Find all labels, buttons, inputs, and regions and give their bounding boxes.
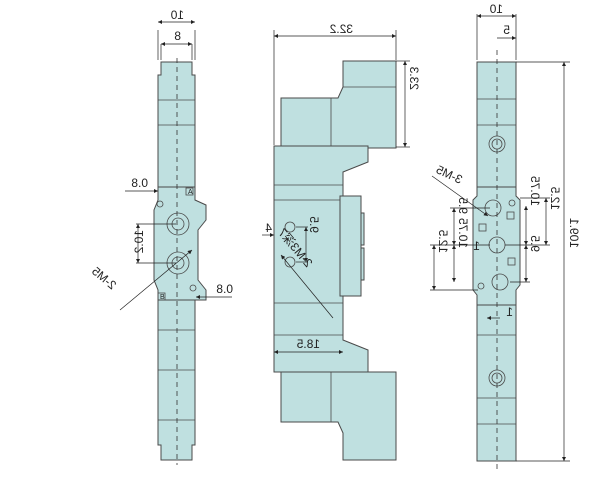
dim-offset-top: 1 — [473, 239, 480, 253]
dim-half-width: 5 — [503, 23, 510, 37]
dim-overall: 109.1 — [567, 218, 581, 248]
middle-view: 32.2 23.3 4 9.5 2-M3深7 18.5 — [262, 22, 421, 461]
dim-offset: 4 — [265, 221, 272, 235]
dim-c: 12.5 — [548, 186, 562, 210]
dim-base: 18.5 — [296, 337, 320, 351]
right-view: 10 5 3-M5 12.5 10.75 9.5 9.5 10.75 12.5 … — [430, 2, 581, 470]
dim-width-total-right: 10 — [489, 2, 503, 16]
mark-a: A — [188, 189, 193, 196]
connector-block — [339, 195, 362, 297]
dim-height: 23.3 — [407, 66, 421, 90]
dim-thread-right: 3-M5 — [434, 162, 465, 186]
dim-hole-pitch: 9.5 — [307, 216, 321, 233]
left-view: A B 10 8 0.8 0.8 10.2 2-M5 — [89, 8, 233, 465]
dim-offset-bottom: 1 — [506, 305, 513, 319]
dim-width-total: 10 — [170, 8, 184, 22]
dim-gap-top: 0.8 — [131, 176, 148, 190]
dim-length: 32.2 — [329, 22, 353, 36]
dim-thread: 2-M5 — [89, 264, 119, 293]
dim-e: 9.5 — [456, 197, 470, 214]
dim-gap-bottom: 0.8 — [216, 282, 233, 296]
dim-a: 9.5 — [528, 235, 542, 252]
dim-d: 10.75 — [456, 218, 470, 248]
dim-f: 12.5 — [436, 229, 450, 253]
mark-b: B — [160, 294, 165, 301]
dim-pitch: 10.2 — [132, 230, 146, 254]
dim-width-inner: 8 — [174, 29, 181, 43]
dim-b: 10.75 — [528, 176, 542, 206]
